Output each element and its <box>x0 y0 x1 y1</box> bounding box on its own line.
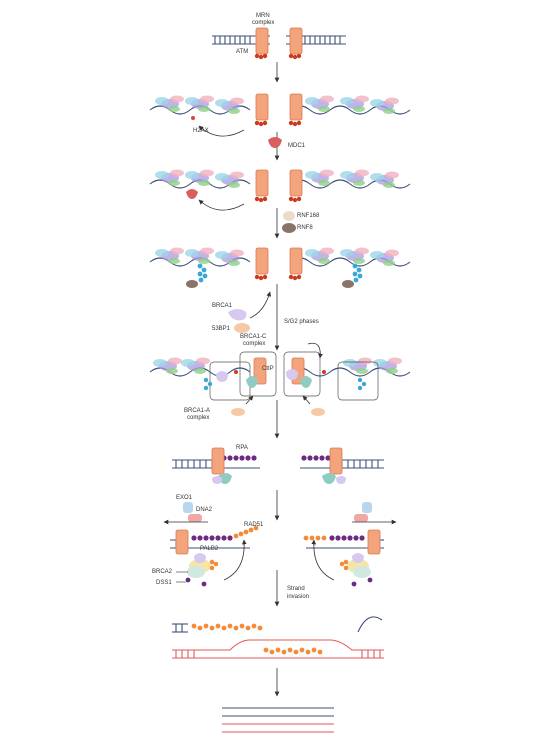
label-exo1: EXO1 <box>176 495 193 501</box>
label-brca1a-2: complex <box>187 415 209 421</box>
label-rnf168: RNF168 <box>297 213 320 219</box>
rpa-line-left <box>191 535 233 541</box>
label-rpa: RPA <box>236 445 248 451</box>
atm-right-2 <box>288 120 302 127</box>
mrn-right <box>289 27 303 55</box>
stage-dloop <box>172 616 384 659</box>
label-53bp1: 53BP1 <box>212 326 231 332</box>
brca1-curved-arrow <box>249 291 272 319</box>
stage-rpa: RPA <box>172 445 384 484</box>
atm-right <box>288 53 302 60</box>
ctip-right <box>300 376 312 388</box>
label-brca1a-1: BRCA1-A <box>184 408 210 414</box>
ubiquitin-chain-left <box>197 263 208 283</box>
label-dss1: DSS1 <box>156 580 172 586</box>
label-atm: ATM <box>236 49 248 55</box>
dna2-shape <box>188 514 202 522</box>
label-mdc1: MDC1 <box>288 143 306 149</box>
rad51-filament-top <box>191 623 263 631</box>
red-template <box>172 639 384 659</box>
label-mrn-1: MRN <box>256 13 270 19</box>
label-rnf8: RNF8 <box>297 225 313 231</box>
label-palb2: PALB2 <box>200 546 219 552</box>
label-brca1c-1: BRCA1-C <box>240 334 267 340</box>
h2ax-dot <box>191 116 195 120</box>
brca1c-box-right <box>283 351 321 397</box>
stage-h2ax: H2AX <box>149 93 411 137</box>
53bp1-shape <box>234 323 250 333</box>
brca1-53bp1-group: BRCA1 53BP1 S/G2 phases <box>212 291 319 333</box>
brca1a-box-right <box>337 361 379 401</box>
mrn-left <box>255 27 269 55</box>
rnf-group: RNF168 RNF8 <box>282 211 320 233</box>
exo1-shape <box>183 502 193 513</box>
brca2-left <box>187 566 205 578</box>
label-brca2: BRCA2 <box>152 569 173 575</box>
stage-ubiquitin <box>149 247 411 288</box>
brca1c-box-left <box>239 351 277 397</box>
mrn-left-2 <box>255 93 269 121</box>
label-brca1: BRCA1 <box>212 303 233 309</box>
ubiquitin-chain-right <box>352 263 363 283</box>
rad51-filament-right <box>303 535 327 541</box>
label-strand-2: invasion <box>287 594 309 600</box>
label-dna2: DNA2 <box>196 507 213 513</box>
label-rad51: RAD51 <box>244 522 264 528</box>
brca1-shape <box>228 309 247 321</box>
brca1a-box-left <box>209 361 251 401</box>
rad51-filament-left <box>233 525 259 539</box>
rpa-right <box>301 455 331 461</box>
atm-left-2 <box>254 120 268 127</box>
stage-mdc1 <box>149 169 411 211</box>
mdc1-shape <box>268 137 282 148</box>
exo1-dna2-group: EXO1 DNA2 <box>163 495 397 525</box>
h2ax-curved-arrow <box>198 125 245 137</box>
mdc1-group: MDC1 <box>268 137 306 149</box>
atm-left <box>254 53 268 60</box>
stage-brca1-complexes: BRCA1-C complex CtIP BRCA1-A complex <box>149 334 411 421</box>
mrn-right-2 <box>289 93 303 121</box>
rnf8-shape <box>282 223 296 233</box>
mdc1-bound <box>186 189 198 199</box>
nucleosomes-left <box>155 95 244 114</box>
rad51-filament-bottom <box>263 647 323 655</box>
rpa-line-right <box>329 535 365 541</box>
stage-repaired <box>222 707 334 733</box>
label-h2ax: H2AX <box>193 128 209 134</box>
stage-rad51: RAD51 PALB2 BRCA2 DSS1 Strand invasion <box>152 522 384 600</box>
rnf168-shape <box>283 211 295 221</box>
label-strand-1: Strand <box>287 586 305 592</box>
label-sg2: S/G2 phases <box>284 319 319 325</box>
label-mrn-2: complex <box>252 20 274 26</box>
stage-mrn-atm: MRN complex ATM <box>212 13 346 60</box>
ctip-left <box>246 376 258 388</box>
label-ctip: CtIP <box>262 366 274 372</box>
rpa-left <box>221 455 257 461</box>
label-brca1c-2: complex <box>243 341 265 347</box>
